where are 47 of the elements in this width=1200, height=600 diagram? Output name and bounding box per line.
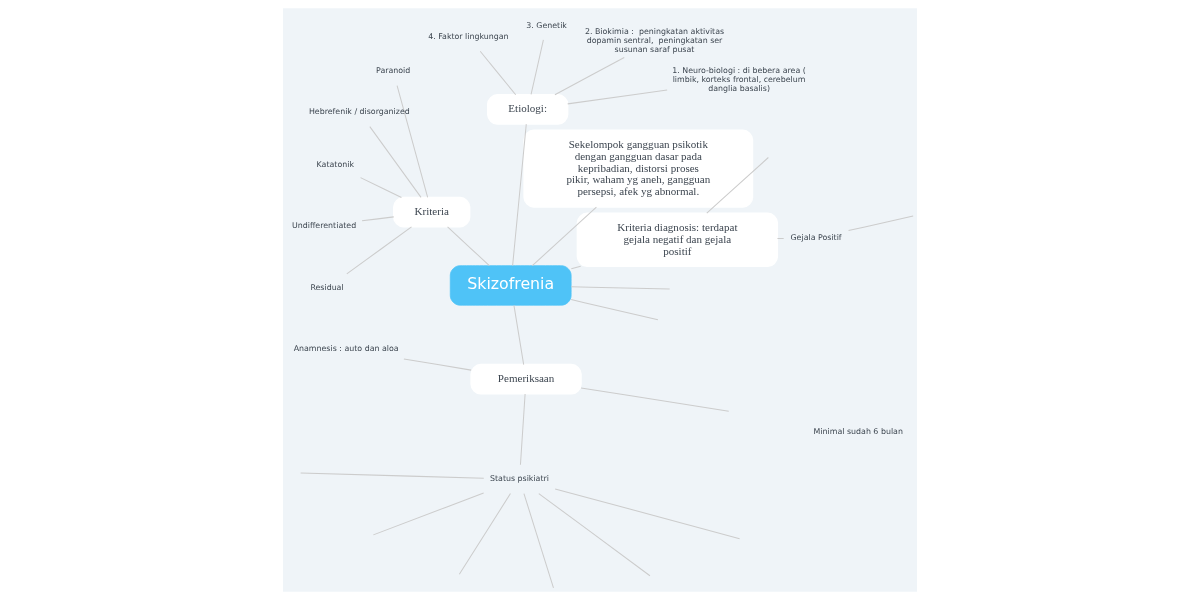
node-box: Kriteria <box>393 196 471 228</box>
node-text: Undifferentiated <box>291 220 357 230</box>
connector <box>458 493 511 575</box>
node-text: Anamnesis : auto dan aloa <box>293 344 399 354</box>
connector <box>554 56 625 96</box>
connector <box>512 123 527 267</box>
node-box: Etiologi: <box>487 94 569 125</box>
node-text: Katatonik <box>316 160 354 170</box>
node-text: Status psikiatri <box>489 474 549 484</box>
node-text: 2. Biokimia : peningkatan aktivitas dopamin sentral, peningkatan ser susunan saraf pusat <box>584 27 725 54</box>
node-text: Residual <box>310 283 344 293</box>
node-box: Sekelompok gangguan psikotik dengan gangguan dasar pada kepribadian, distorsi proses pikir, waham yg aneh, gangguan persepsi, afek yg abnormal. <box>523 129 754 208</box>
connector <box>403 358 472 371</box>
connector <box>706 157 769 214</box>
connector <box>523 493 554 589</box>
connector <box>567 89 668 105</box>
connector <box>580 387 730 412</box>
node-text: 3. Genetik <box>526 20 567 30</box>
connector <box>530 39 544 95</box>
node-box: Skizofrenia <box>449 265 572 306</box>
connector <box>570 265 582 270</box>
connector <box>554 488 741 540</box>
node-text: Hebrefenik / disorganized <box>308 107 410 117</box>
connector <box>396 85 429 198</box>
connector <box>300 472 485 479</box>
connector <box>479 50 517 96</box>
connector <box>531 206 597 267</box>
node-text: 4. Faktor lingkungan <box>428 31 509 41</box>
connector <box>369 126 422 198</box>
node-text: 1. Neuro-biologi : di bebera area ( limbik, korteks frontal, cerebelum danglia basalis) <box>672 66 806 93</box>
connector <box>538 493 651 577</box>
node-text: Gejala Positif <box>790 232 842 242</box>
node-box: Pemeriksaan <box>470 363 582 395</box>
connector <box>372 492 485 536</box>
connector <box>848 215 914 232</box>
connector <box>570 286 671 290</box>
connector <box>570 299 659 321</box>
connector <box>776 237 785 239</box>
connector <box>519 393 526 466</box>
node-box: Kriteria diagnosis: terdapat gejala negatif dan gejala positif <box>576 212 779 268</box>
connector <box>360 177 402 198</box>
connector <box>513 304 525 366</box>
connector <box>346 226 413 275</box>
connector <box>361 216 395 222</box>
connector <box>447 226 490 267</box>
node-text: Minimal sudah 6 bulan <box>813 427 903 437</box>
node-text: Paranoid <box>376 66 411 76</box>
